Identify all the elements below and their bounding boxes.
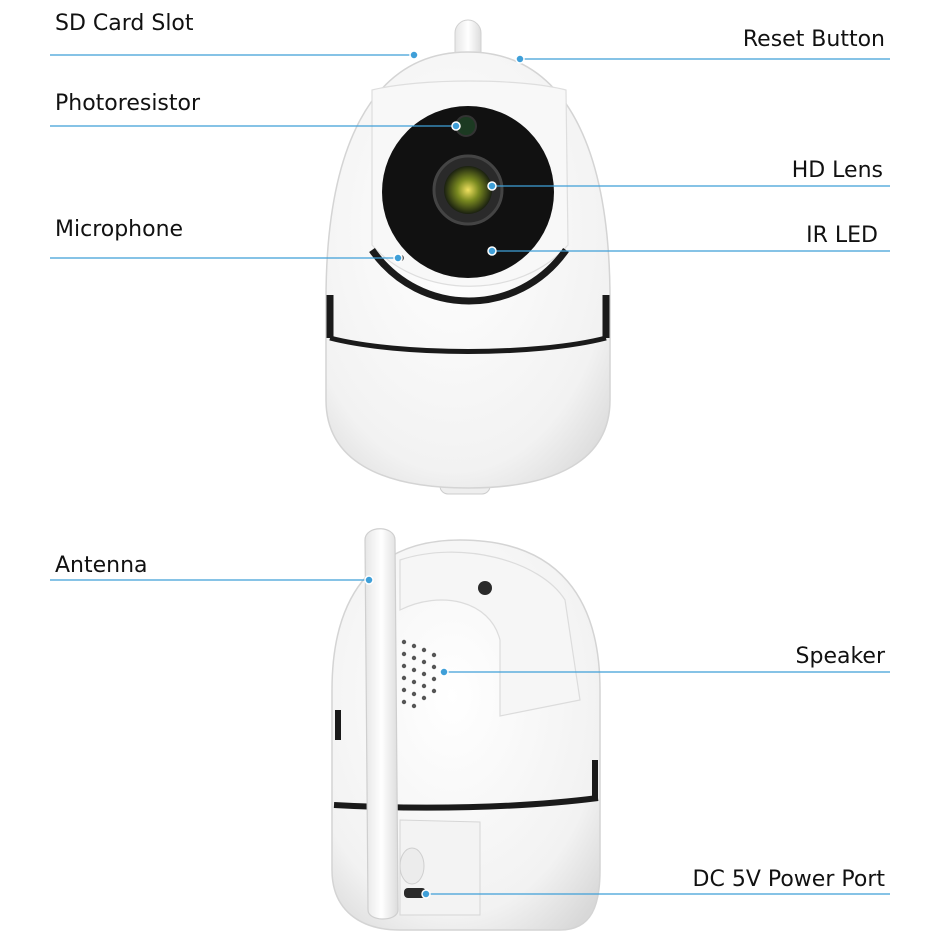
front-head-band	[369, 247, 569, 305]
label-speaker: Speaker	[796, 644, 886, 669]
label-microphone: Microphone	[55, 217, 183, 242]
side-antenna	[364, 528, 399, 920]
callout-line-reset-button	[515, 54, 890, 64]
label-antenna: Antenna	[55, 553, 148, 578]
callout-line-microphone	[50, 253, 403, 263]
label-sd-card-slot: SD Card Slot	[55, 11, 194, 36]
callout-line-ir-led	[487, 246, 890, 256]
callout-line-photoresistor	[50, 121, 461, 131]
dc-power-port	[404, 888, 426, 898]
callout-line-dc-power-port	[421, 889, 890, 899]
callout-line-speaker	[439, 667, 890, 677]
side-view-camera	[331, 528, 601, 931]
callout-line-antenna	[50, 575, 374, 585]
label-reset-button: Reset Button	[743, 27, 885, 52]
speaker-grille	[401, 639, 437, 709]
front-waist-seam	[329, 335, 607, 354]
callout-lines	[50, 50, 890, 899]
callout-line-hd-lens	[487, 181, 890, 191]
callout-labels: SD Card Slot Reset Button Photoresistor …	[55, 11, 886, 892]
label-photoresistor: Photoresistor	[55, 91, 201, 116]
callout-line-sd-card-slot	[50, 50, 419, 60]
label-dc-power-port: DC 5V Power Port	[693, 867, 886, 892]
side-head-hood	[399, 551, 581, 717]
reset-hole	[478, 581, 492, 595]
side-hinge	[399, 847, 425, 885]
label-ir-led: IR LED	[806, 223, 878, 248]
front-view-camera	[325, 19, 611, 495]
label-hd-lens: HD Lens	[792, 158, 883, 183]
hd-lens-glass	[444, 166, 492, 214]
